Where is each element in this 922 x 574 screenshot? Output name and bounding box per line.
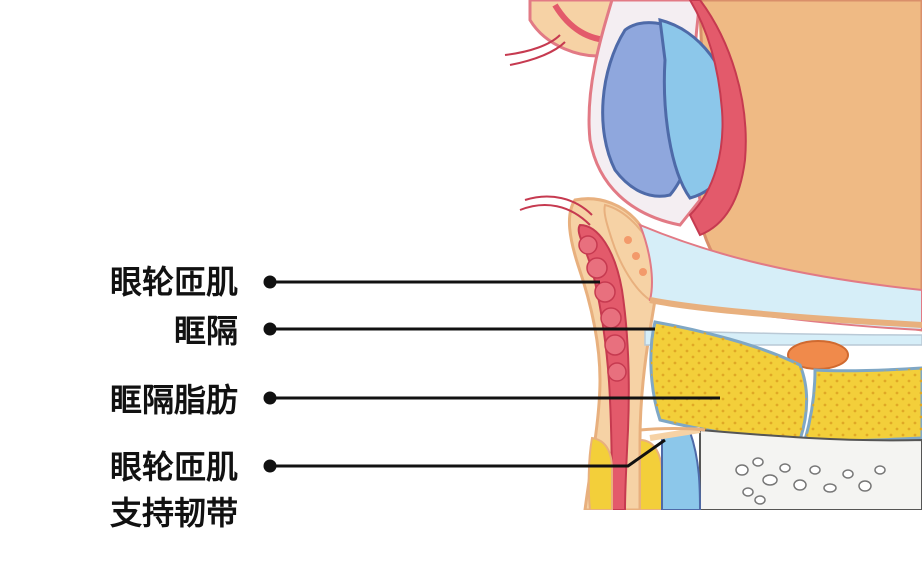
orbital-septum-band [638,223,922,332]
suborbicularis-fat [587,436,613,510]
leader-lines [263,275,720,473]
label-retaining-ligament-line1: 眼轮匝肌 [109,448,238,486]
retaining-ligament [661,430,701,510]
label-retaining-ligament-line2: 支持韧带 [109,494,238,532]
label-orbicularis-oculi: 眼轮匝肌 [109,263,238,301]
label-orbital-fat: 眶隔脂肪 [109,381,238,419]
label-orbital-septum: 眶隔 [173,312,238,350]
leader-line-ligament [270,438,666,468]
